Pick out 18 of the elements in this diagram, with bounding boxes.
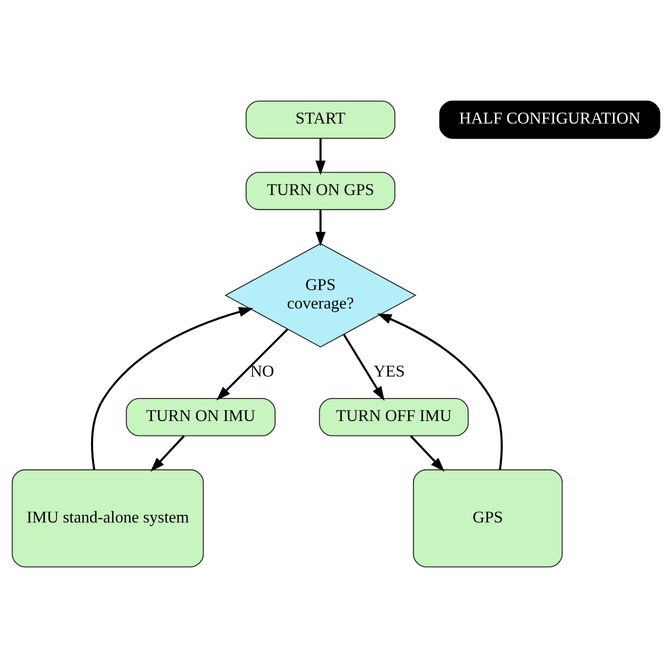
arrow bbox=[216, 328, 288, 400]
arrow bbox=[315, 138, 326, 175]
node-box: IMU stand-alone system bbox=[12, 468, 204, 567]
node-diamond: GPS coverage? bbox=[224, 242, 417, 347]
edge-label: YES bbox=[374, 361, 405, 380]
node-box: TURN ON IMU bbox=[126, 398, 276, 436]
arrow bbox=[377, 313, 503, 470]
arrow bbox=[343, 334, 385, 400]
node-box: HALF CONFIGURATION bbox=[439, 100, 660, 138]
node-box: GPS bbox=[412, 468, 563, 567]
arrow bbox=[410, 434, 445, 472]
node-box: TURN OFF IMU bbox=[318, 398, 469, 436]
arrow bbox=[315, 209, 326, 246]
arrow bbox=[91, 306, 254, 470]
node-box: TURN ON GPS bbox=[246, 171, 396, 210]
edge-label: NO bbox=[250, 361, 274, 380]
node-box: START bbox=[246, 100, 396, 138]
arrow bbox=[150, 434, 185, 472]
